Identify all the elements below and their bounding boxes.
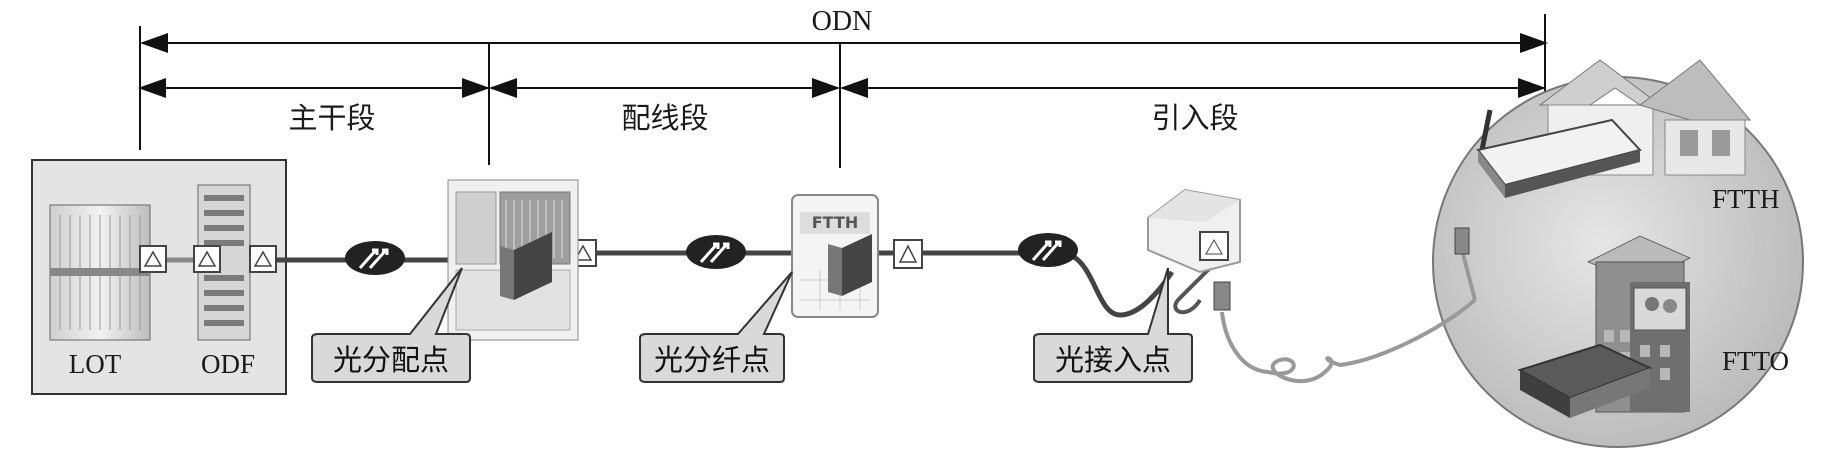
callout-distribution-point: 光分配点 <box>311 267 471 383</box>
callout-access-point: 光接入点 <box>1033 267 1193 383</box>
distribution-segment-label: 配线段 <box>621 101 708 135</box>
modem-icon <box>1517 343 1653 418</box>
trunk-segment-label: 主干段 <box>288 101 375 135</box>
optical-access-terminal <box>1147 188 1470 311</box>
dimension-lines <box>138 14 1548 168</box>
router-icon <box>1476 109 1642 198</box>
svg-text:FTTH: FTTH <box>812 213 859 232</box>
central-office: LOT ODF <box>31 159 287 395</box>
direction-badge-1 <box>345 241 405 275</box>
direction-badge-2 <box>686 235 746 269</box>
odf-label: ODF <box>201 349 255 379</box>
callout-distribution-point-label: 光分配点 <box>333 343 449 377</box>
callout-access-point-label: 光接入点 <box>1055 343 1171 377</box>
drop-cable <box>1173 249 1477 384</box>
callout-splitting-point: 光分纤点 <box>639 271 793 383</box>
callout-splitting-point-label: 光分纤点 <box>654 343 770 377</box>
fiber-distribution-box: FTTH <box>791 194 879 318</box>
odf-connector-left <box>193 245 221 273</box>
direction-badge-3 <box>1018 233 1078 267</box>
fiber-box-connector <box>893 239 923 269</box>
ftto-label: FTTO <box>1722 346 1789 376</box>
lot-connector <box>139 245 167 273</box>
odn-label: ODN <box>812 6 873 37</box>
drop-segment-label: 引入段 <box>1151 101 1238 135</box>
ftth-label: FTTH <box>1712 184 1780 214</box>
odf-connector-right <box>249 245 277 273</box>
fiber-lines <box>164 250 1175 318</box>
lot-rack <box>49 204 151 341</box>
customer-premises-globe: FTTH FTTO <box>1432 59 1804 448</box>
lot-label: LOT <box>69 349 122 379</box>
optical-distribution-cabinet <box>447 179 579 341</box>
